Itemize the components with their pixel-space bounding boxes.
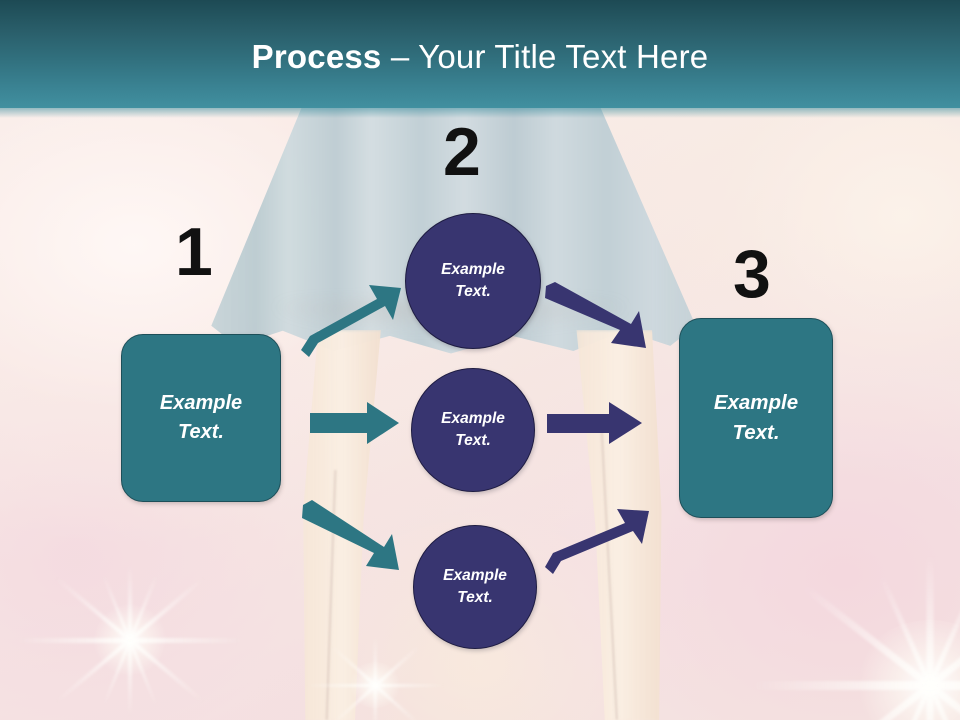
process-circle-top-line2: Text. — [455, 283, 491, 300]
page-title: Process – Your Title Text Here — [252, 38, 709, 76]
slide-header-bar: Process – Your Title Text Here — [0, 0, 960, 118]
page-title-strong: Process — [251, 38, 382, 75]
process-circle-bottom[interactable]: Example Text. — [413, 525, 537, 649]
process-circle-middle-line1: Example — [441, 409, 505, 427]
process-circle-bottom-line1: Example — [443, 566, 507, 584]
step-number-3: 3 — [733, 236, 771, 312]
process-box-left-line2: Text. — [178, 421, 224, 443]
arrow-left-up — [301, 285, 401, 357]
process-box-right[interactable]: Example Text. — [679, 318, 833, 518]
arrow-left-down — [302, 500, 399, 570]
process-box-right-line1: Example — [713, 391, 799, 415]
process-circle-bottom-line2: Text. — [457, 589, 493, 606]
arrow-right-down — [545, 282, 646, 348]
arrow-right-middle — [547, 402, 642, 444]
arrow-right-up — [545, 509, 649, 574]
page-title-rest: – Your Title Text Here — [381, 38, 709, 75]
arrow-left-middle — [310, 402, 399, 444]
step-number-1: 1 — [175, 214, 213, 290]
process-circle-middle[interactable]: Example Text. — [411, 368, 535, 492]
process-box-right-line2: Text. — [732, 421, 780, 444]
process-circle-middle-line2: Text. — [455, 432, 491, 449]
process-box-left-line1: Example — [159, 392, 243, 414]
process-circle-top-line1: Example — [441, 260, 505, 278]
process-box-left[interactable]: Example Text. — [121, 334, 281, 502]
process-circle-top[interactable]: Example Text. — [405, 213, 541, 349]
step-number-2: 2 — [443, 114, 481, 190]
